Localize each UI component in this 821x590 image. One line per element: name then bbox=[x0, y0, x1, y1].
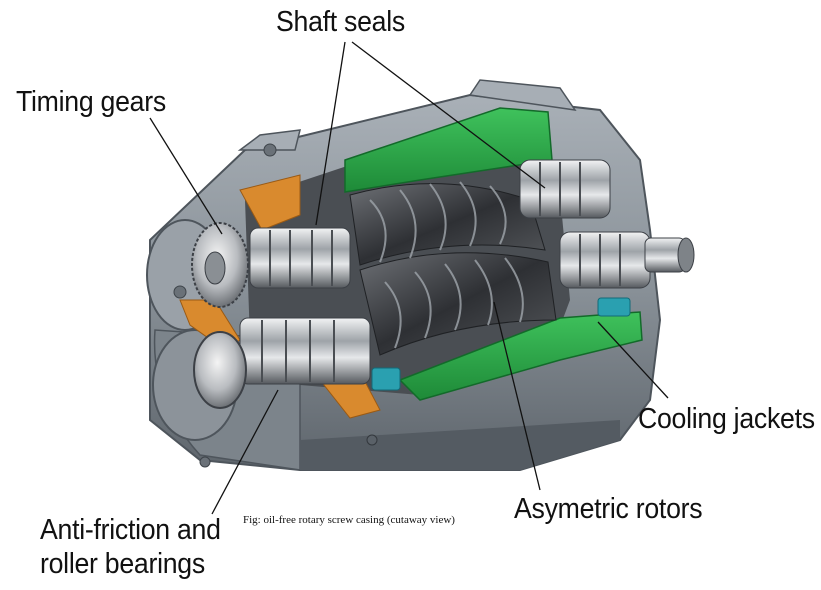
water-channel bbox=[371, 297, 631, 391]
label-asymetric-rotors: Asymetric rotors bbox=[514, 493, 703, 525]
timing-gear bbox=[191, 222, 249, 308]
leader-bearings bbox=[211, 389, 279, 515]
label-timing-gears: Timing gears bbox=[16, 86, 166, 118]
label-bearings-line2: roller bearings bbox=[40, 548, 205, 580]
label-shaft-seals: Shaft seals bbox=[276, 6, 405, 38]
leader-asymetric-rotors bbox=[493, 301, 541, 491]
bearings-left bbox=[193, 227, 371, 409]
leader-shaft-seals-a bbox=[315, 41, 346, 226]
figure-caption: Fig: oil-free rotary screw casing (cutaw… bbox=[243, 514, 455, 526]
leader-timing-gears bbox=[149, 117, 223, 235]
label-bearings-line1: Anti-friction and bbox=[40, 514, 221, 546]
label-cooling-jackets: Cooling jackets bbox=[638, 403, 815, 435]
asymetric-rotors bbox=[349, 181, 557, 356]
leader-lines bbox=[149, 41, 669, 515]
leader-cooling-jackets bbox=[597, 321, 669, 399]
leader-shaft-seals-b bbox=[351, 41, 546, 189]
cooling-jacket-bottom bbox=[398, 311, 643, 401]
bearings-right bbox=[519, 159, 695, 289]
drain-plug bbox=[366, 434, 378, 446]
